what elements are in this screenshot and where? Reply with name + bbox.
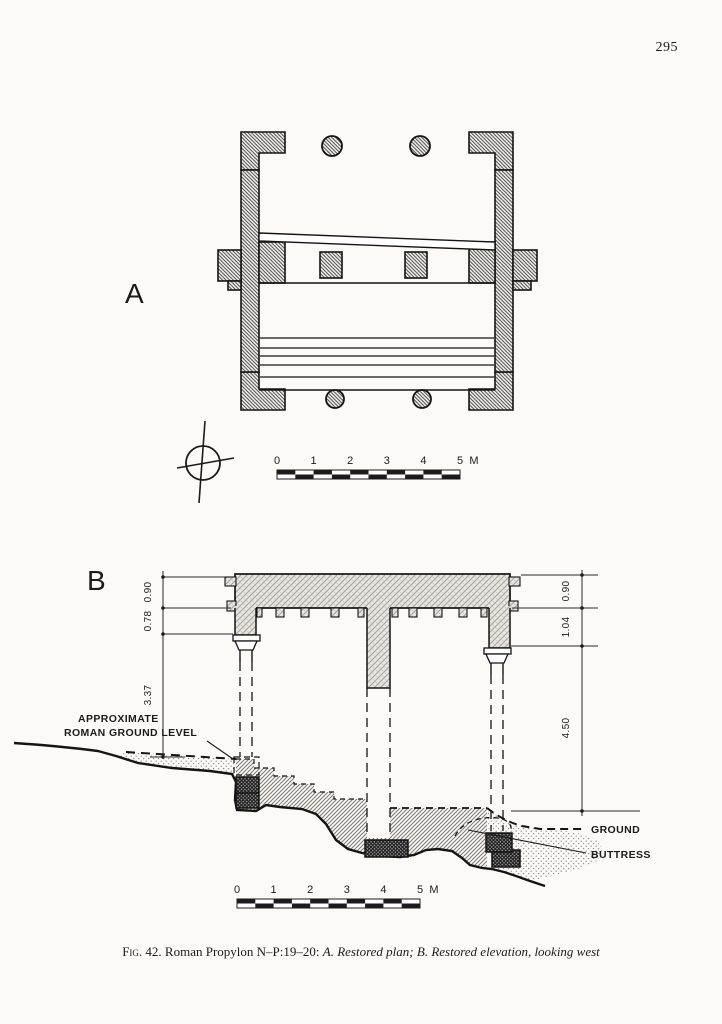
plan-corner-block	[240, 371, 286, 411]
scale-unit: M	[429, 884, 438, 896]
dim-left-2: 3.37	[143, 685, 154, 706]
plan-wall-extension	[217, 249, 242, 282]
right-pier	[489, 606, 510, 648]
dim-right-0: 0.90	[561, 581, 572, 602]
scale-tick: 3	[344, 884, 350, 896]
scale-tick: 3	[384, 455, 390, 467]
ground-surface-line	[13, 741, 546, 888]
right-column	[483, 647, 512, 831]
scale-tick: 4	[380, 884, 386, 896]
scale-tick: 1	[311, 455, 317, 467]
approx-ground-label-line1: APPROXIMATE	[78, 713, 159, 725]
central-foundation-block	[364, 839, 409, 858]
earth-stipple-left	[116, 752, 236, 779]
buttress-leader	[467, 829, 587, 854]
dim-right-2: 4.50	[561, 718, 572, 739]
plan-column	[409, 135, 431, 157]
plan-east-wall	[494, 169, 514, 373]
scale-tick: 5	[457, 455, 463, 467]
dimension-chain-left	[150, 571, 233, 758]
elevation-label: B	[87, 565, 106, 596]
dim-left-1: 0.78	[143, 611, 154, 632]
caption-part-b: B. Restored elevation, looking west	[416, 944, 600, 959]
plan-corner-block	[468, 131, 514, 171]
cornice-moulding	[224, 576, 237, 587]
dimension-chain-right	[511, 570, 640, 816]
plan-a: A	[125, 131, 538, 504]
plan-column	[321, 135, 343, 157]
roman-ground-level-line	[125, 751, 237, 760]
terrain-fills	[116, 752, 604, 881]
plan-west-wall	[240, 169, 260, 373]
plan-columns	[321, 135, 432, 409]
dimension-dots-right	[580, 573, 584, 813]
scale-tick: 0	[274, 455, 280, 467]
page-number: 295	[655, 40, 678, 55]
left-column	[232, 634, 261, 776]
approx-ground-label-line2: ROMAN GROUND LEVEL	[64, 727, 197, 739]
scale-tick: 0	[234, 884, 240, 896]
plan-wall-extension	[512, 249, 538, 282]
plan-lines	[259, 282, 495, 391]
caption-part-a: A. Restored plan;	[322, 944, 414, 959]
plan-scale-bar: 0 1 2 3 4 5 M	[274, 455, 479, 480]
ground-dashed-right	[486, 807, 585, 830]
caption-fig-label: Fig. 42.	[122, 944, 162, 959]
scale-unit: M	[469, 455, 478, 467]
plan-corner-block	[468, 371, 514, 411]
plan-pier	[404, 251, 428, 279]
buttress-label: BUTTRESS	[591, 849, 651, 861]
ground-label: GROUND	[591, 824, 640, 836]
ground-level-leader	[206, 740, 234, 760]
annotation-leaders	[206, 740, 587, 854]
plan-anta	[258, 241, 286, 284]
scale-tick: 2	[347, 455, 353, 467]
scale-tick: 5	[417, 884, 423, 896]
dim-left-0: 0.90	[143, 582, 154, 603]
caption-title: Roman Propylon N–P:19–20:	[164, 944, 320, 959]
plan-column	[412, 389, 432, 409]
plan-pier	[319, 251, 343, 279]
cornice-moulding	[508, 576, 521, 587]
central-pier-footing	[366, 688, 391, 838]
scale-tick: 1	[271, 884, 277, 896]
piers	[234, 606, 511, 689]
left-pier	[235, 606, 256, 635]
earth-hatch-middle	[235, 759, 487, 868]
central-pier	[367, 606, 390, 688]
dentil-row	[256, 607, 488, 618]
north-compass-icon	[176, 420, 235, 504]
dimension-dots-left	[161, 575, 165, 759]
plan-threshold-band	[258, 232, 496, 251]
figure-caption: Fig. 42. Roman Propylon N–P:19–20: A. Re…	[0, 944, 722, 960]
dim-right-1: 1.04	[561, 617, 572, 638]
plan-walls	[217, 131, 538, 411]
elevation-scale-bar: 0 1 2 3 4 5 M	[234, 884, 439, 909]
entablature-band	[234, 573, 511, 609]
scale-tick: 4	[420, 455, 426, 467]
plan-wall-step	[227, 280, 242, 291]
buttress-dashed-arc	[454, 816, 512, 837]
elevation-b: B	[13, 565, 651, 909]
ground-lines	[13, 741, 585, 888]
plan-corner-block	[240, 131, 286, 171]
plan-wall-step	[512, 280, 532, 291]
plan-label: A	[125, 278, 144, 309]
scale-tick: 2	[307, 884, 313, 896]
entablature	[224, 573, 521, 612]
plan-column	[325, 389, 345, 409]
